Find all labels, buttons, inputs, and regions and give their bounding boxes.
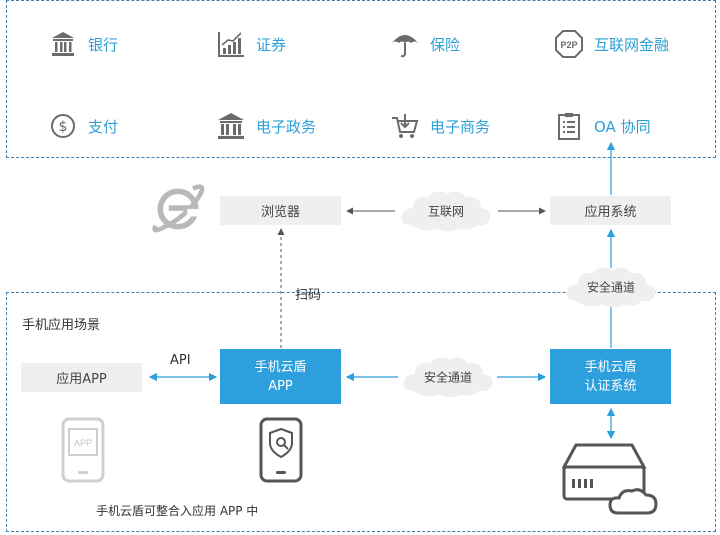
industry-egov: 电子政务 xyxy=(216,111,316,141)
industry-securities: 证券 xyxy=(216,29,286,59)
secure-channel-label-upper: 安全通道 xyxy=(586,280,636,295)
p2p-badge-icon: P2P xyxy=(555,30,583,58)
phone-app-icon: APP xyxy=(61,417,105,483)
phone-shield-icon xyxy=(259,417,303,483)
industry-label: 银行 xyxy=(88,35,119,54)
industry-label: 支付 xyxy=(88,117,119,136)
auth-system-line2: 认证系统 xyxy=(584,378,637,394)
server-cloud-icon xyxy=(562,443,658,515)
secure-channel-label-lower: 安全通道 xyxy=(423,370,473,385)
industry-payment: $ 支付 xyxy=(48,111,118,141)
industry-label: 保险 xyxy=(430,35,461,54)
industry-label: 电子政务 xyxy=(256,117,317,136)
app-box: 应用APP xyxy=(21,363,142,392)
shopping-cart-icon xyxy=(392,114,419,138)
industry-label: 互联网金融 xyxy=(594,35,670,54)
scenario-title: 手机应用场景 xyxy=(22,318,101,333)
auth-system-box: 手机云盾 认证系统 xyxy=(550,349,671,404)
bank-building-icon xyxy=(52,32,74,56)
clipboard-icon xyxy=(558,113,580,140)
auth-system-line1: 手机云盾 xyxy=(584,359,637,375)
industry-label: 电子商务 xyxy=(430,117,491,136)
p2p-badge-text: P2P xyxy=(560,40,577,50)
industry-ecommerce: 电子商务 xyxy=(390,111,490,141)
browser-box: 浏览器 xyxy=(220,196,341,225)
industry-oa: OA 协同 xyxy=(554,111,651,141)
ie-browser-icon xyxy=(152,184,205,233)
svg-text:$: $ xyxy=(59,119,68,135)
industries-panel xyxy=(6,0,716,158)
app-system-box: 应用系统 xyxy=(550,196,671,225)
phone-app-screen-text: APP xyxy=(74,438,92,448)
industry-internet-finance: P2P 互联网金融 xyxy=(554,29,669,59)
industry-insurance: 保险 xyxy=(390,29,460,59)
industry-bank: 银行 xyxy=(48,29,118,59)
caption: 手机云盾可整合入应用 APP 中 xyxy=(96,504,259,518)
industry-label: 证券 xyxy=(256,35,287,54)
stock-chart-icon xyxy=(218,32,244,57)
dollar-coin-icon: $ xyxy=(51,114,75,138)
secure-channel-cloud-lower xyxy=(403,357,493,398)
secure-channel-cloud-upper xyxy=(566,267,656,308)
api-label: API xyxy=(170,353,191,368)
shield-app-box: 手机云盾 APP xyxy=(220,349,341,404)
government-building-icon xyxy=(218,113,244,139)
shield-app-line2: APP xyxy=(268,378,293,394)
internet-label: 互联网 xyxy=(427,204,465,219)
umbrella-icon xyxy=(392,35,418,58)
shield-app-line1: 手机云盾 xyxy=(254,359,307,375)
industry-label: OA 协同 xyxy=(594,117,651,136)
internet-cloud xyxy=(401,191,491,232)
mobile-scenario-panel xyxy=(6,292,716,532)
scan-label: 扫码 xyxy=(295,288,322,303)
